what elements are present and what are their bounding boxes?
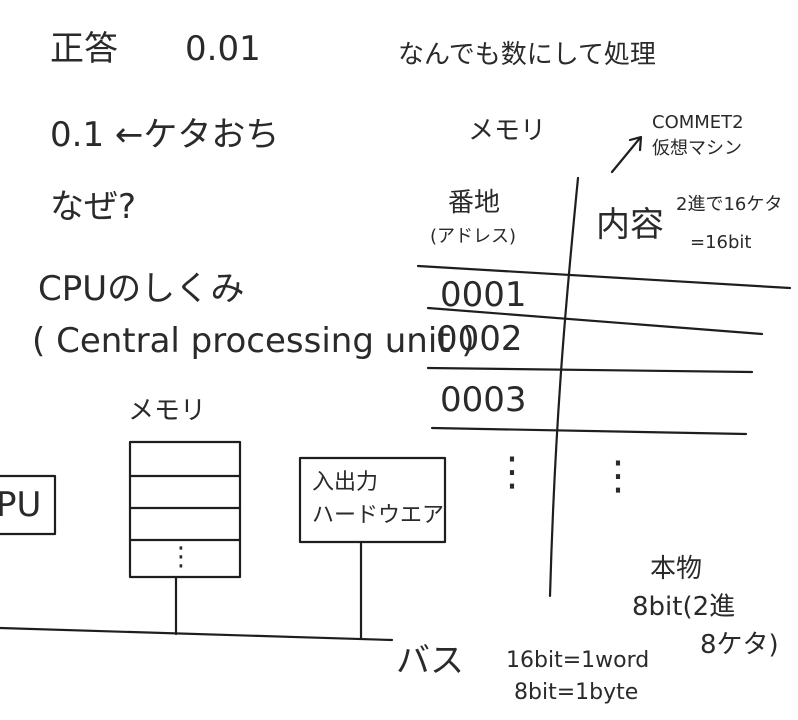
virtual-machine-label: 仮想マシン [652,138,742,159]
cpu-box-outline [0,474,57,536]
address-row-0002: 0002 [436,319,523,359]
diagram-memory-label: メモリ [128,396,207,426]
comet-label: COMMET2 [652,112,744,133]
real-bits-label: 8bit(2進 [632,592,736,622]
content-ellipsis: ⋮ [598,453,638,499]
table-line-row1 [426,306,764,336]
note-numbers: なんでも数にして処理 [398,40,656,70]
why-note: なぜ? [50,187,137,227]
memory-box-outline [128,440,242,579]
cpu-box-label: PU [0,485,42,525]
address-row-0001: 0001 [440,275,527,315]
io-box-label: 入出力 ハードウエア [312,466,444,532]
io-label-line1: 入出力 [312,470,379,495]
col-content-label: 内容 [596,205,664,245]
col-address-label: 番地 [448,188,501,218]
bus-line [0,626,394,642]
table-line-header [416,264,792,290]
answer-value: 0.01 [185,29,261,69]
col-address-sub-label: (アドレス) [430,226,517,247]
memory-table-title: メモリ [468,116,547,146]
address-row-0003: 0003 [440,380,527,420]
answer-label: 正答 [50,29,118,69]
io-label-line2: ハードウエア [312,503,445,528]
real-label: 本物 [650,554,703,584]
cpu-subtitle: ( Central processing unit ) [32,321,475,361]
word-definition: 16bit=1word [506,648,650,673]
table-line-row2 [426,366,754,374]
comet-arrow [610,135,643,174]
table-divider [548,176,580,598]
table-line-row3 [430,426,748,436]
content-note-bits: =16bit [690,232,752,253]
real-digits-label: 8ケタ) [700,630,779,660]
byte-definition: 8bit=1byte [514,680,639,705]
cpu-title: CPUのしくみ [38,269,245,309]
digit-drop-note: 0.1 ←ケタおち [50,115,280,155]
io-box-outline [298,456,447,544]
memory-box-dots: ⋮ [168,542,194,572]
address-ellipsis: ⋮ [492,449,532,495]
content-note-digits: 2進で16ケタ [676,194,783,215]
bus-label: バス [396,641,464,681]
